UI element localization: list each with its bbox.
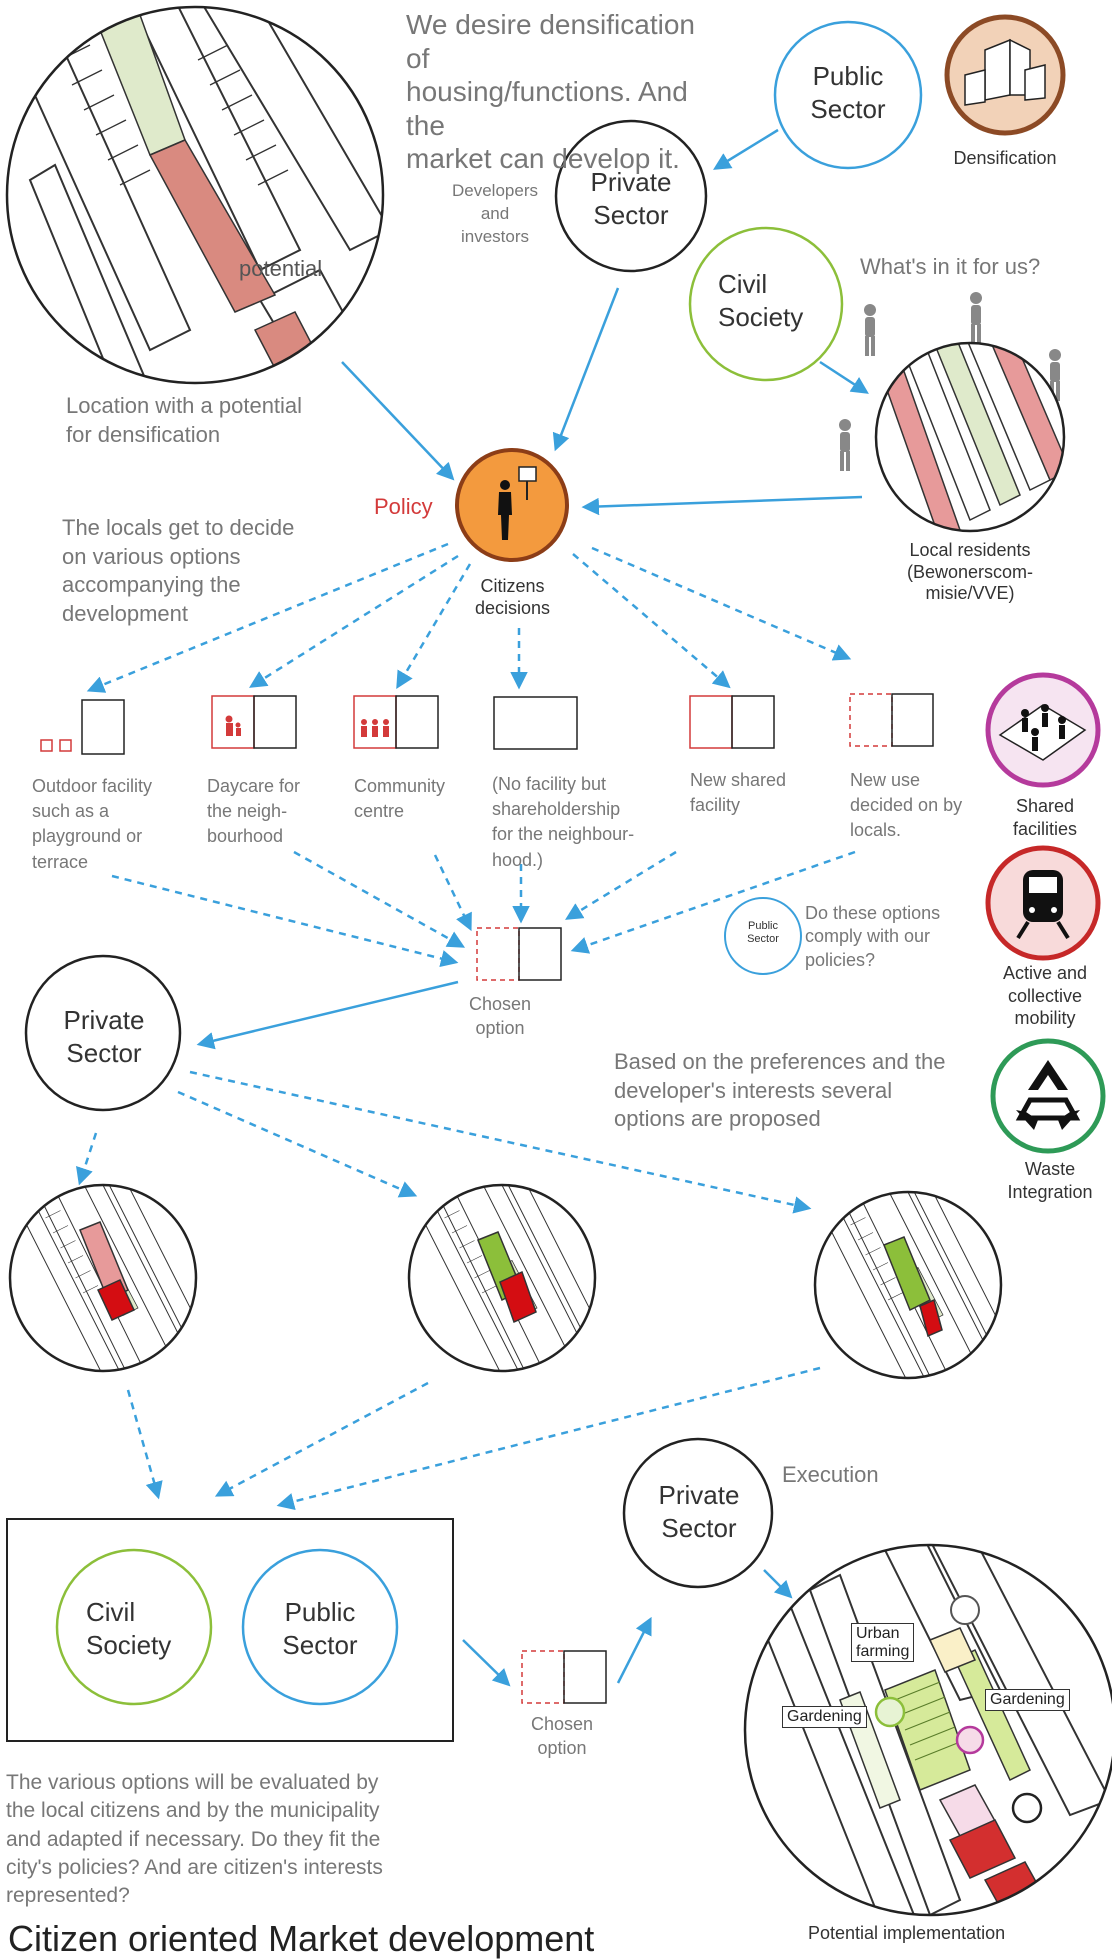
public-sector-eval-node (241, 1548, 399, 1706)
arrows-top (341, 128, 869, 516)
proposal-circle-1 (8, 1183, 198, 1373)
gardening-label-right: Gardening (985, 1689, 1070, 1711)
implementation-caption: Potential implementation (808, 1923, 1006, 1943)
proposal-circle-2 (407, 1183, 597, 1373)
option-shareholdership-box (493, 696, 578, 750)
location-map-circle (5, 5, 385, 385)
evaluation-box (6, 1518, 454, 1742)
intro-line-2: housing/functions. And the (406, 76, 688, 141)
whats-in-it-text: What's in it for us? (860, 254, 1041, 279)
option-outdoor-box (40, 699, 125, 755)
local-residents-label: Local residents(Bewonerscom-misie/VVE) (906, 540, 1034, 604)
chosen-option-box-bottom (521, 1650, 607, 1704)
private-sector-node-middle (24, 954, 182, 1112)
policy-node (455, 448, 569, 562)
gardening-label-left: Gardening (782, 1706, 867, 1728)
arrows-options (86, 542, 856, 968)
implementation-map (743, 1543, 1112, 1917)
arrow-to-private-middle (196, 980, 459, 1050)
option-shared-facility-box (689, 695, 775, 749)
local-residents-map (874, 341, 1066, 533)
private-sector-node-top (554, 119, 708, 273)
intro-line-1: We desire densification of (406, 9, 695, 74)
intro-line-3: market can develop it. (406, 143, 680, 175)
potential-label: potential (239, 256, 323, 281)
policy-label: Policy (374, 494, 433, 519)
option-new-use-box (849, 693, 934, 747)
shared-facilities-icon (985, 672, 1101, 788)
mobility-icon (985, 845, 1101, 961)
evaluation-text: The various options will be evaluated by… (6, 1771, 383, 1908)
page-title: Citizen oriented Market development (8, 1918, 595, 1959)
waste-integration-icon (990, 1038, 1106, 1154)
option-community-box (353, 695, 439, 749)
civil-society-node (688, 226, 844, 382)
private-sector-node-bottom (622, 1437, 774, 1589)
execution-label: Execution (782, 1462, 879, 1487)
arrows-to-proposals (76, 1070, 821, 1511)
densification-label: Densification (953, 148, 1057, 168)
arrows-bottom (462, 1569, 793, 1687)
option-daycare-box (211, 695, 297, 749)
public-sector-small-node (724, 897, 802, 975)
person-icons (839, 292, 1061, 471)
intro-text: We desire densification of housing/funct… (406, 8, 726, 176)
chosen-option-box-middle (476, 927, 562, 981)
densification-icon (944, 14, 1066, 136)
public-sector-node (773, 20, 923, 170)
proposal-circle-3 (813, 1190, 1003, 1380)
civil-society-eval-node (55, 1548, 213, 1706)
